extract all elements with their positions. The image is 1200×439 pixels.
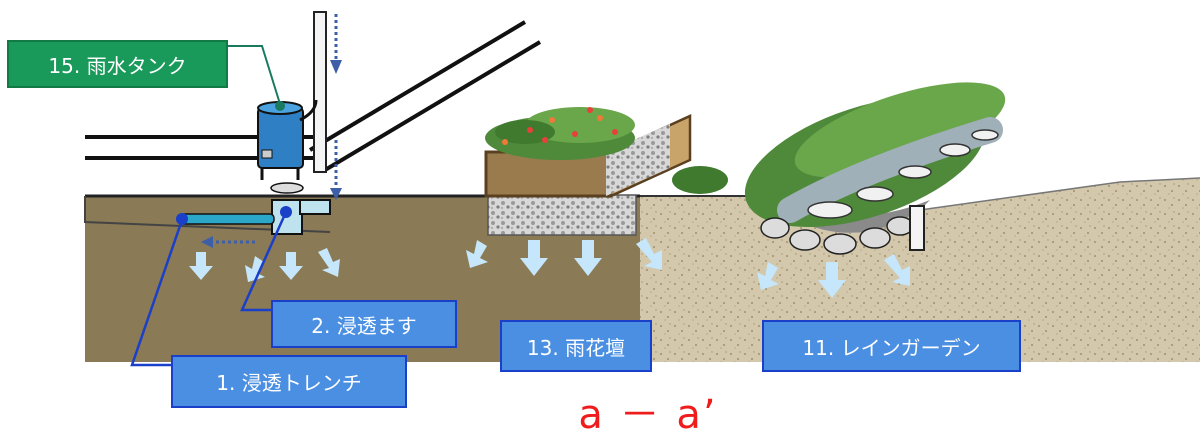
downspout bbox=[313, 11, 342, 200]
section-label: a － a’ bbox=[578, 392, 718, 438]
rain-flower-bed-label: 13. 雨花壇 bbox=[500, 320, 652, 372]
infiltration-trench-illustration bbox=[176, 213, 275, 248]
rain-tank-label: 15. 雨水タンク bbox=[7, 40, 228, 88]
rain-flower-bed-illustration bbox=[484, 107, 692, 236]
rain-tank-illustration bbox=[257, 99, 318, 194]
leader-lines bbox=[130, 45, 288, 367]
rain-garden-illustration bbox=[672, 82, 1006, 255]
infiltration-trench-label: 1. 浸透トレンチ bbox=[171, 355, 407, 408]
infiltration-arrows bbox=[189, 238, 910, 298]
rain-garden-label: 11. レインガーデン bbox=[762, 320, 1021, 372]
infiltration-masu-label: 2. 浸透ます bbox=[271, 300, 457, 348]
